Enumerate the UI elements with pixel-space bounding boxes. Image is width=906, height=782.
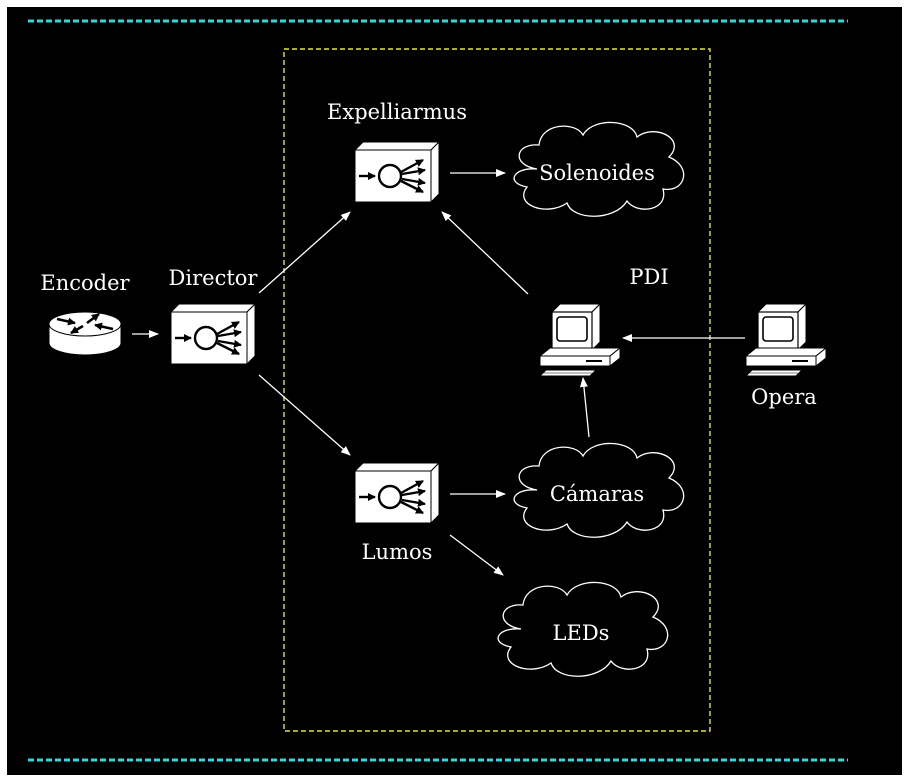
switch-icon xyxy=(171,304,255,364)
edge-pdi-expelliarmus xyxy=(441,211,529,295)
diagram-background xyxy=(7,7,902,775)
edge-director-expelliarmus xyxy=(258,211,351,294)
solenoides-label: Solenoides xyxy=(539,161,655,185)
switch-icon xyxy=(355,142,439,202)
leds-label: LEDs xyxy=(553,621,610,645)
edge-lumos-leds xyxy=(449,534,504,576)
connectors xyxy=(132,169,745,576)
expelliarmus-label: Expelliarmus xyxy=(327,100,467,124)
node-leds: LEDs xyxy=(497,581,669,677)
inner-boundary-box xyxy=(283,48,711,732)
opera-label: Opera xyxy=(751,385,817,409)
router-icon xyxy=(48,311,122,356)
encoder-label: Encoder xyxy=(40,271,130,295)
camaras-label: Cámaras xyxy=(550,482,644,506)
switch-icon xyxy=(355,463,439,523)
node-opera: Opera xyxy=(745,303,827,409)
workstation-icon xyxy=(745,303,827,377)
edge-camaras-pdi xyxy=(579,377,590,438)
node-expelliarmus: Expelliarmus xyxy=(327,100,467,202)
director-label: Director xyxy=(169,266,259,290)
workstation-icon xyxy=(539,303,621,377)
node-solenoides: Solenoides xyxy=(513,121,685,217)
node-pdi: PDI xyxy=(539,265,669,377)
pdi-label: PDI xyxy=(629,265,668,289)
node-lumos: Lumos xyxy=(355,463,439,564)
edge-director-lumos xyxy=(258,374,351,456)
node-encoder: Encoder xyxy=(40,271,131,356)
lumos-label: Lumos xyxy=(362,540,433,564)
node-director: Director xyxy=(169,266,259,364)
node-camaras: Cámaras xyxy=(513,442,685,538)
